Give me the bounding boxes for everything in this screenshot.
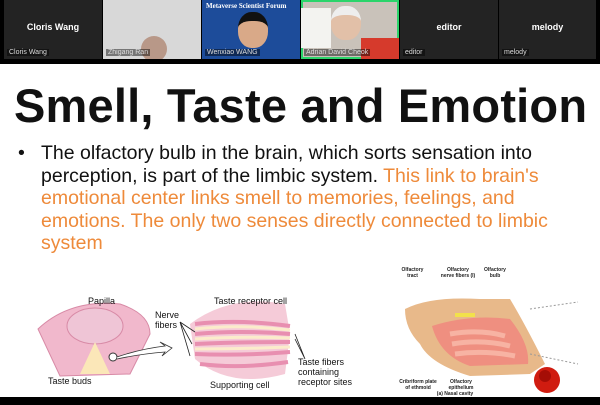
taste-bud-diagram [179, 301, 306, 379]
label-olfactory-nerve: Olfactory nerve fibers (I) [440, 267, 476, 279]
label-nerve-fibers: Nerve fibers [155, 310, 180, 330]
label-taste-buds: Taste buds [48, 376, 92, 386]
participant-tile[interactable]: Cloris Wang Cloris Wang [4, 0, 102, 59]
bullet-text: The olfactory bulb in the brain, which s… [41, 142, 533, 187]
participant-label: Zhigang Ran [106, 49, 151, 56]
participant-name: Cloris Wang [26, 22, 80, 32]
participant-tile[interactable]: melody melody [499, 0, 596, 59]
label-taste-fibers: Taste fibers containing receptor sites [298, 357, 353, 387]
red-clothing [361, 38, 399, 59]
participant-video-tile-active[interactable]: Adrian David Cheok [301, 0, 399, 59]
person-video [238, 12, 268, 48]
bullet-text-highlight: This link to brain's emotional center li… [41, 164, 548, 255]
participant-video-tile[interactable]: Metaverse Scientist Forum Wenxiao WANG [202, 0, 300, 59]
nasal-cavity-diagram [405, 298, 579, 376]
participant-label: Adrian David Cheok [304, 49, 371, 56]
diagram-figures [37, 298, 579, 393]
person-video [141, 36, 167, 59]
backdrop-text: Metaverse Scientist Forum [206, 2, 287, 10]
participant-strip: Cloris Wang Cloris Wang Zhigang Ran Meta… [0, 0, 600, 62]
participant-name: editor [436, 22, 462, 32]
slide-title: Smell, Taste and Emotion [14, 79, 588, 132]
label-cribriform-plate: Cribriform plate of ethmoid [399, 379, 437, 391]
figure-caption: (a) Nasal cavity [436, 391, 474, 397]
participant-video-tile[interactable]: Zhigang Ran [103, 0, 201, 59]
label-olfactory-tract: Olfactory tract [401, 267, 424, 279]
window-light [301, 8, 331, 48]
label-olfactory-epithelium: Olfactory epithelium [448, 379, 474, 391]
participant-tile[interactable]: editor editor [400, 0, 498, 59]
person-video [331, 6, 361, 40]
label-papilla: Papilla [88, 296, 116, 306]
label-supporting-cell: Supporting cell [210, 380, 270, 390]
participant-label: editor [403, 49, 425, 56]
rose-image [534, 367, 560, 393]
participant-label: melody [502, 49, 529, 56]
participant-label: Wenxiao WANG [205, 49, 260, 56]
papilla-diagram [37, 302, 173, 377]
shared-slide: Smell, Taste and Emotion • The olfactory… [0, 64, 600, 397]
label-olfactory-bulb: Olfactory bulb [484, 267, 506, 279]
bullet-icon: • [18, 142, 25, 164]
bullet-point: • The olfactory bulb in the brain, which… [18, 142, 593, 255]
participant-label: Cloris Wang [7, 49, 49, 56]
label-taste-receptor-cell: Taste receptor cell [214, 296, 288, 306]
participant-name: melody [531, 22, 564, 32]
